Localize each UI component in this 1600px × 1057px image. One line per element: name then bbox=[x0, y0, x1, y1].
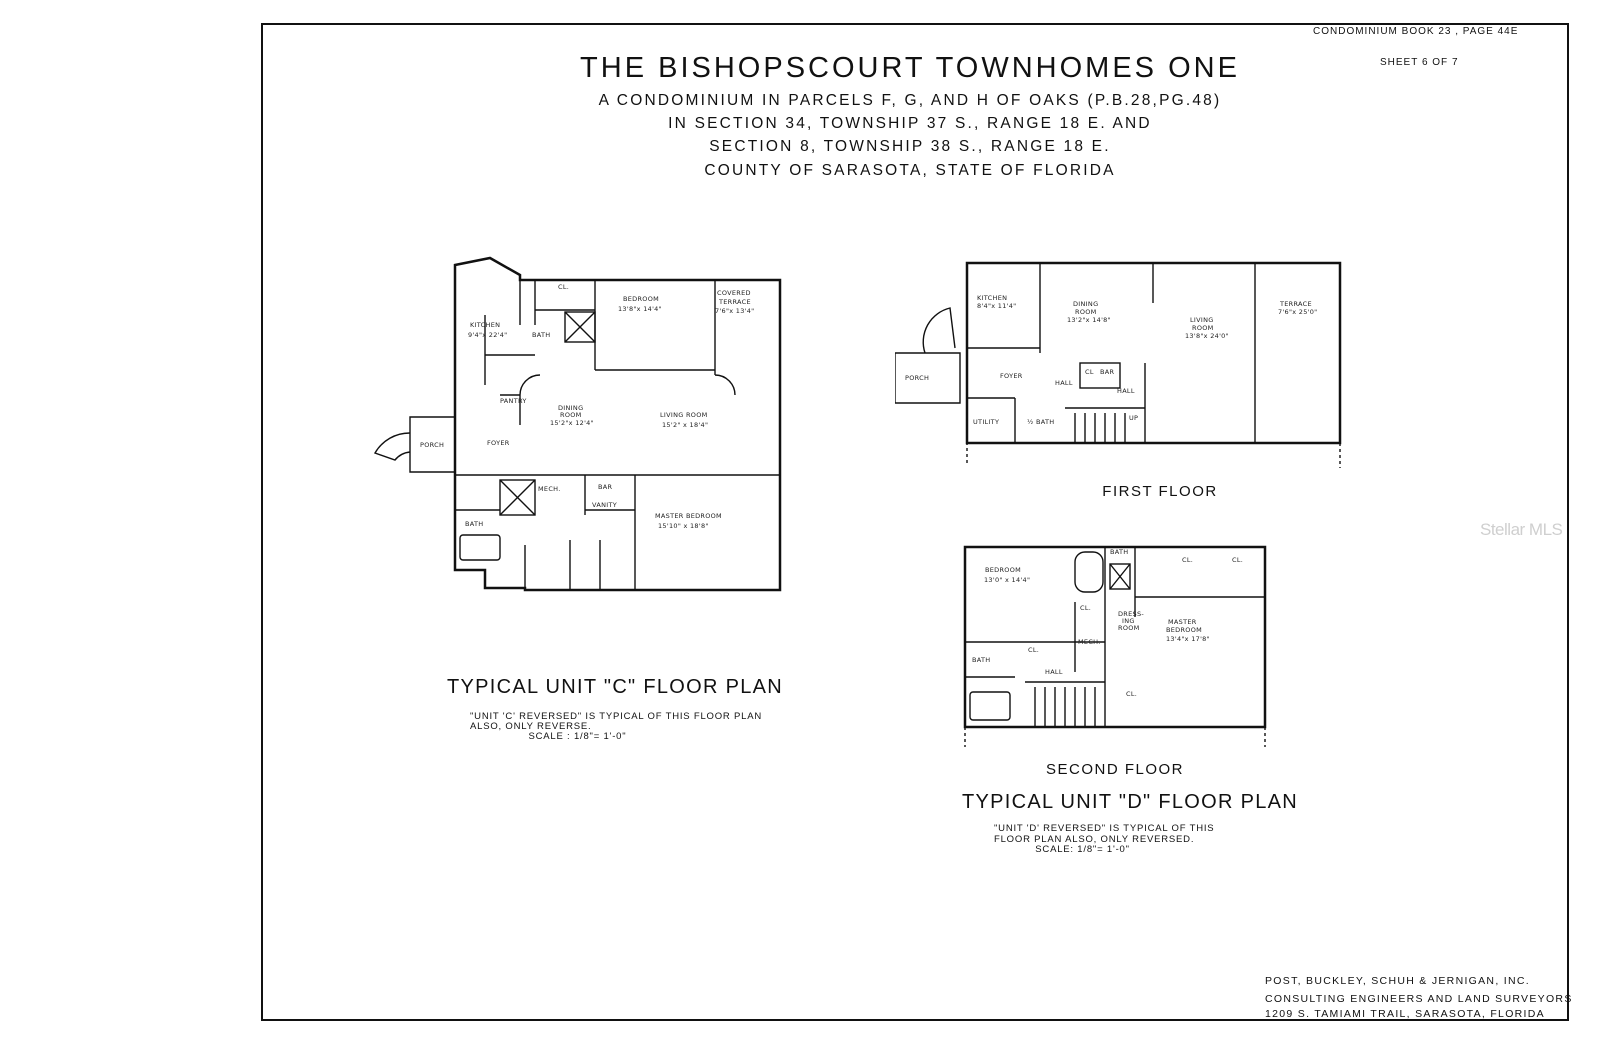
room-dim-master-bedroom: 15'10" x 18'8" bbox=[658, 522, 709, 530]
room-label-mech: MECH. bbox=[538, 485, 561, 493]
room-label-hall-2: HALL bbox=[1117, 387, 1135, 395]
room-label-dressing-1: DRESS- bbox=[1118, 610, 1144, 618]
room-label-bedroom: BEDROOM bbox=[623, 295, 659, 303]
room-label-bath-2: BATH bbox=[465, 520, 483, 528]
unit-c-floor-plan: KITCHEN 9'4"x 22'4" CL. BATH PANTRY BEDR… bbox=[373, 256, 782, 592]
subtitle-line-1: A CONDOMINIUM IN PARCELS F, G, AND H OF … bbox=[598, 92, 1222, 109]
room-label-bath: BATH bbox=[532, 331, 550, 339]
room-label-covered-terrace: COVERED bbox=[717, 289, 751, 297]
room-label-cl-5: CL. bbox=[1126, 690, 1137, 698]
room-label-bar: BAR bbox=[598, 483, 613, 491]
room-label-master-bedroom: MASTER BEDROOM bbox=[655, 512, 722, 520]
room-label-cl-3: CL. bbox=[1080, 604, 1091, 612]
room-label-stair-up: UP bbox=[1129, 414, 1138, 422]
room-label-living: LIVING bbox=[1190, 316, 1214, 324]
room-label-utility: UTILITY bbox=[973, 418, 999, 426]
room-label-dining: DINING bbox=[1073, 300, 1098, 308]
room-dim-kitchen: 8'4"x 11'4" bbox=[977, 302, 1016, 310]
second-floor-label: SECOND FLOOR bbox=[1045, 761, 1184, 778]
watermark: Stellar MLS bbox=[1480, 520, 1563, 539]
firm-description: CONSULTING ENGINEERS AND LAND SURVEYORS bbox=[1265, 993, 1573, 1005]
room-label-cl: CL. bbox=[1182, 556, 1193, 564]
room-label-master-2: BEDROOM bbox=[1166, 626, 1202, 634]
room-label-living: LIVING ROOM bbox=[660, 411, 708, 419]
drawing-border bbox=[261, 23, 1569, 1021]
room-label-porch: PORCH bbox=[420, 441, 444, 449]
room-label-dressing-3: ROOM bbox=[1118, 624, 1140, 632]
unit-d-second-floor-plan: BEDROOM 13'0" x 14'4" BATH CL. CL. CL. C… bbox=[963, 545, 1267, 747]
unit-c-plan-note: "UNIT 'C' REVERSED" IS TYPICAL OF THIS F… bbox=[470, 711, 763, 742]
room-label-bar: BAR bbox=[1100, 368, 1115, 376]
room-label-dressing-2: ING bbox=[1122, 617, 1135, 625]
room-label-dining-2: ROOM bbox=[1075, 308, 1097, 316]
room-label-porch: PORCH bbox=[905, 374, 929, 382]
subtitle-line-2: IN SECTION 34, TOWNSHIP 37 S., RANGE 18 … bbox=[668, 115, 1152, 132]
firm-name: POST, BUCKLEY, SCHUH & JERNIGAN, INC. bbox=[1265, 975, 1530, 987]
room-dim-dining: 15'2"x 12'4" bbox=[550, 419, 594, 427]
room-label-cl-2: CL. bbox=[1232, 556, 1243, 564]
room-label-hall: HALL bbox=[1045, 668, 1063, 676]
room-dim-terrace: 7'6"x 25'0" bbox=[1278, 308, 1317, 316]
subtitle-line-3: SECTION 8, TOWNSHIP 38 S., RANGE 18 E. bbox=[709, 138, 1111, 155]
room-label-cl-4: CL. bbox=[1028, 646, 1039, 654]
room-label-dining: DINING bbox=[558, 404, 583, 412]
room-label-vanity: VANITY bbox=[592, 501, 617, 509]
drawing-title: THE BISHOPSCOURT TOWNHOMES ONE bbox=[580, 52, 1240, 84]
room-label-foyer: FOYER bbox=[487, 439, 510, 447]
unit-d-first-floor-plan: KITCHEN 8'4"x 11'4" DINING ROOM 13'2"x 1… bbox=[895, 261, 1342, 468]
room-label-kitchen: KITCHEN bbox=[470, 321, 500, 329]
room-label-covered-terrace-2: TERRACE bbox=[718, 298, 751, 306]
room-dim-dining: 13'2"x 14'8" bbox=[1067, 316, 1111, 324]
room-label-pantry: PANTRY bbox=[500, 397, 527, 405]
book-page-reference: CONDOMINIUM BOOK 23 , PAGE 44E bbox=[1313, 26, 1519, 37]
room-dim-master: 13'4"x 17'8" bbox=[1166, 635, 1210, 643]
room-label-cl: CL bbox=[1085, 368, 1094, 376]
room-label-cl: CL. bbox=[558, 283, 569, 291]
room-label-master-1: MASTER bbox=[1168, 618, 1197, 626]
firm-address: 1209 S. TAMIAMI TRAIL, SARASOTA, FLORIDA bbox=[1265, 1008, 1545, 1020]
room-dim-bedroom: 13'8"x 14'4" bbox=[618, 305, 662, 313]
room-dim-kitchen: 9'4"x 22'4" bbox=[468, 331, 507, 339]
room-label-terrace: TERRACE bbox=[1279, 300, 1312, 308]
room-label-bath: BATH bbox=[1110, 548, 1128, 556]
room-dim-living: 15'2" x 18'4" bbox=[662, 421, 708, 429]
room-label-bedroom: BEDROOM bbox=[985, 566, 1021, 574]
unit-d-plan-note: "UNIT 'D' REVERSED" IS TYPICAL OF THIS F… bbox=[994, 823, 1215, 855]
room-label-kitchen: KITCHEN bbox=[977, 294, 1007, 302]
room-dim-bedroom: 13'0" x 14'4" bbox=[984, 576, 1030, 584]
room-label-bath-2: BATH bbox=[972, 656, 990, 664]
room-label-dining-2: ROOM bbox=[560, 411, 582, 419]
room-dim-covered-terrace: 7'6"x 13'4" bbox=[715, 307, 754, 315]
sheet-number: SHEET 6 OF 7 bbox=[1380, 57, 1459, 68]
room-label-living-2: ROOM bbox=[1192, 324, 1214, 332]
room-dim-living: 13'8"x 24'0" bbox=[1185, 332, 1229, 340]
first-floor-label: FIRST FLOOR bbox=[1102, 483, 1218, 500]
room-label-half-bath: ½ BATH bbox=[1027, 418, 1054, 426]
room-label-hall: HALL bbox=[1055, 379, 1073, 387]
room-label-foyer: FOYER bbox=[1000, 372, 1023, 380]
subtitle-line-4: COUNTY OF SARASOTA, STATE OF FLORIDA bbox=[704, 162, 1116, 179]
unit-c-plan-title: TYPICAL UNIT "C" FLOOR PLAN bbox=[446, 676, 784, 698]
unit-d-plan-title: TYPICAL UNIT "D" FLOOR PLAN bbox=[961, 791, 1299, 813]
room-label-mech: MECH. bbox=[1078, 638, 1101, 646]
